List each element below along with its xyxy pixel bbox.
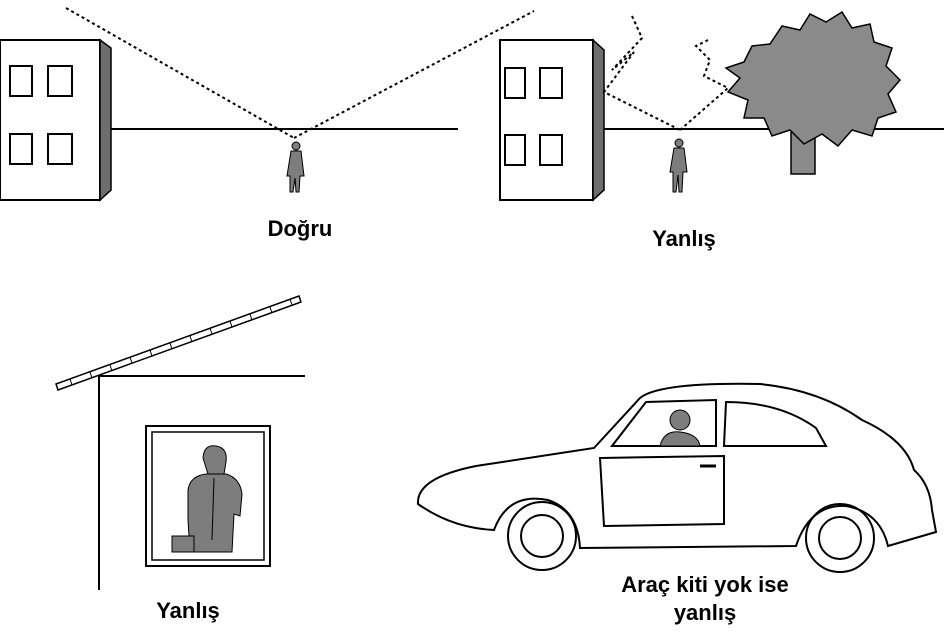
car-body xyxy=(416,382,938,550)
panel-correct xyxy=(0,7,535,202)
person-standing xyxy=(286,141,305,193)
building-right xyxy=(499,38,605,202)
person-standing xyxy=(669,138,688,193)
tree xyxy=(724,10,902,175)
label-car-line2: yanlış xyxy=(673,600,737,625)
label-car-line1: Araç kiti yok ise xyxy=(621,572,789,597)
label-correct: Doğru xyxy=(267,216,333,241)
car-door xyxy=(598,454,725,528)
rear-window xyxy=(722,400,828,447)
building-left xyxy=(0,38,112,202)
panel-wrong-house xyxy=(55,295,305,590)
front-wheel xyxy=(507,501,577,571)
house xyxy=(55,295,305,590)
label-wrong-house: Yanlış xyxy=(156,598,220,623)
panel-wrong-tree xyxy=(499,10,944,202)
person-on-phone xyxy=(171,445,243,553)
label-wrong-tree: Yanlış xyxy=(652,226,716,251)
signal-lines xyxy=(65,7,535,139)
driver xyxy=(659,409,701,447)
panel-car xyxy=(416,382,938,573)
reflected-signal-lines xyxy=(602,15,730,131)
rear-wheel xyxy=(805,503,875,573)
